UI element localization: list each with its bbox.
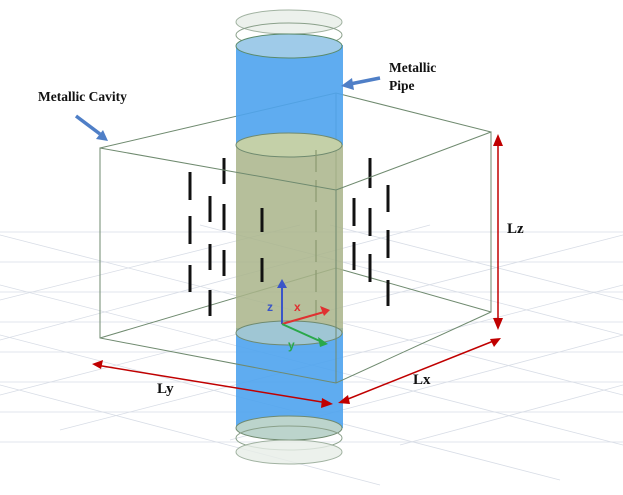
metallic-slots	[188, 158, 390, 316]
label-lx: Lx	[413, 372, 431, 388]
callout-arrow-pipe	[341, 76, 381, 90]
pipe-inside-cavity	[235, 132, 343, 346]
axis-label-z: z	[267, 300, 273, 314]
label-lz: Lz	[507, 221, 524, 237]
dimension-ly	[92, 360, 333, 408]
label-metallic-cavity: Metallic Cavity	[38, 89, 127, 104]
dimension-lz	[493, 134, 503, 330]
label-metallic-pipe-line2: Pipe	[389, 78, 415, 93]
dimension-lx	[338, 338, 501, 404]
axis-label-y: y	[288, 338, 295, 352]
label-metallic-pipe-line1: Metallic	[389, 60, 437, 75]
axis-label-x: x	[294, 300, 301, 314]
label-ly: Ly	[157, 381, 174, 397]
coordinate-axes	[277, 279, 330, 347]
callout-arrow-cavity	[74, 114, 108, 141]
cavity-front-edges	[99, 131, 492, 384]
pipe-upper	[235, 9, 343, 145]
